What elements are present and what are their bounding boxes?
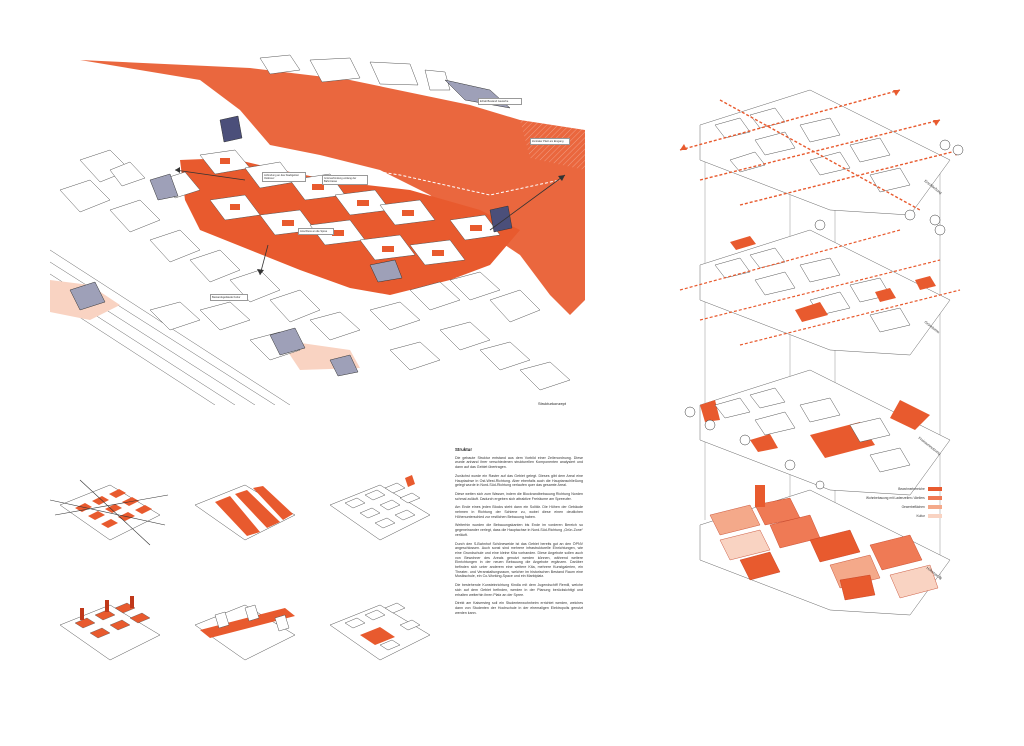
diagram-blocks xyxy=(329,475,431,541)
exploded-layers xyxy=(679,89,964,616)
legend-swatch xyxy=(927,504,942,509)
paragraph-2: Zunächst wurde ein Raster auf das Gebiet… xyxy=(455,473,583,488)
paragraph-5: Weiterhin wurden die Bebauungskanten bis… xyxy=(455,523,583,537)
structure-concept-map xyxy=(50,50,585,405)
legend-item: Kultur xyxy=(866,511,942,520)
map-note-3: Erhalt Bestand Gewerbe xyxy=(478,98,522,105)
height-legend: Bewohnerbereiche Wohnbebauung mit Ladenz… xyxy=(866,484,942,520)
legend-swatch xyxy=(927,513,942,518)
layer-open-space xyxy=(699,369,951,496)
map-note-6: Bestandsgebäude Kultur xyxy=(210,294,248,301)
pictogram-icons xyxy=(684,139,964,490)
layer-access xyxy=(679,89,961,216)
paragraph-6: Durch den S-Bahnhof Schöneweide ist das … xyxy=(455,541,583,579)
paragraph-1: Die gebaute Struktur entstand aus dem Vo… xyxy=(455,455,583,470)
structure-text: Struktur Die gebaute Struktur entstand a… xyxy=(455,447,583,619)
diagram-grid xyxy=(50,479,169,546)
existing-buildings xyxy=(59,54,571,391)
layer-heights xyxy=(699,485,951,616)
legend-item: Gewerbeflächen xyxy=(866,502,942,511)
diagram-center xyxy=(329,602,431,661)
diagram-strips xyxy=(194,484,296,541)
diagram-band xyxy=(194,604,296,661)
legend-item: Wohnbebauung mit Ladenzeilen / Ateliers xyxy=(866,493,942,502)
diagram-towers xyxy=(59,596,161,661)
paragraph-8: Direkt am Kaisersteg soll ein Studentenw… xyxy=(455,601,583,615)
map-note-4: Zentraler Platz am Eingang xyxy=(530,138,570,145)
legend-swatch xyxy=(927,495,942,500)
map-note-1: Anbindung an das Stadtgebiet Ostkreuz xyxy=(262,172,306,182)
map-note-2: Grünverbindung entlang der Bahntrasse xyxy=(322,175,368,185)
structure-diagrams xyxy=(50,475,431,661)
structure-heading: Struktur xyxy=(455,447,473,452)
legend-item: Bewohnerbereiche xyxy=(866,484,942,493)
paragraph-4: Am Ende eines jeden Blocks steht dann ei… xyxy=(455,505,583,519)
layer-green xyxy=(679,229,961,356)
paragraph-3: Diese weiten sich zum Wasser, indem die … xyxy=(455,491,583,501)
paragraph-7: Die bestehende Kunsteinrichtung Kindla m… xyxy=(455,583,583,597)
legend-swatch xyxy=(927,486,942,491)
map-note-5: Anschluss an die Spree xyxy=(298,228,334,235)
map-caption: Strukturkonzept xyxy=(538,401,567,406)
river-spree xyxy=(80,60,585,315)
